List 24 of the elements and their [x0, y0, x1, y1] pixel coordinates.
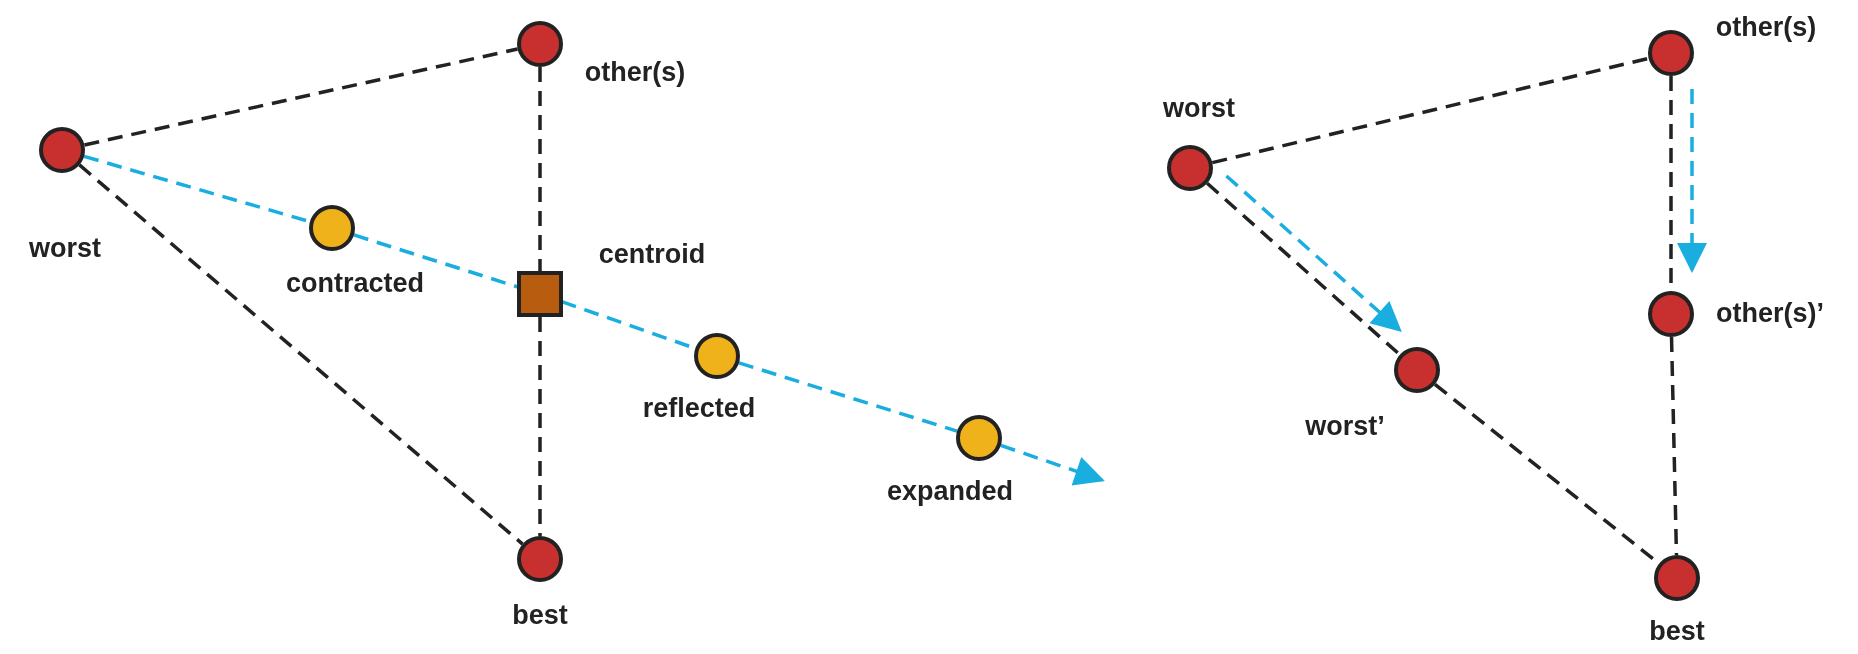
point-label: worst’ — [1305, 412, 1385, 442]
point-label: reflected — [642, 394, 756, 424]
arrow — [1225, 174, 1402, 333]
point-label: expanded — [887, 477, 1013, 507]
dashed-line — [538, 317, 542, 536]
arrow — [1677, 89, 1707, 273]
point-label: best — [1649, 617, 1705, 647]
point-label: contracted — [286, 269, 424, 299]
dashed-line — [78, 163, 524, 546]
dashed-line — [1669, 336, 1679, 556]
dashed-line — [353, 233, 519, 289]
point-label: centroid — [598, 240, 706, 270]
dashed-line — [84, 47, 518, 147]
dashed-line — [1206, 182, 1401, 356]
dashed-line — [538, 67, 542, 271]
point-label: other(s) — [584, 58, 686, 88]
point-label: best — [512, 601, 568, 631]
point-label: other(s) — [1715, 13, 1817, 43]
point-label: other(s)’ — [1716, 299, 1824, 329]
arrow — [1000, 443, 1105, 486]
point-label: worst — [1163, 94, 1235, 124]
dashed-line — [738, 361, 958, 433]
point-label: worst — [29, 234, 101, 264]
dashed-line — [1211, 56, 1650, 165]
